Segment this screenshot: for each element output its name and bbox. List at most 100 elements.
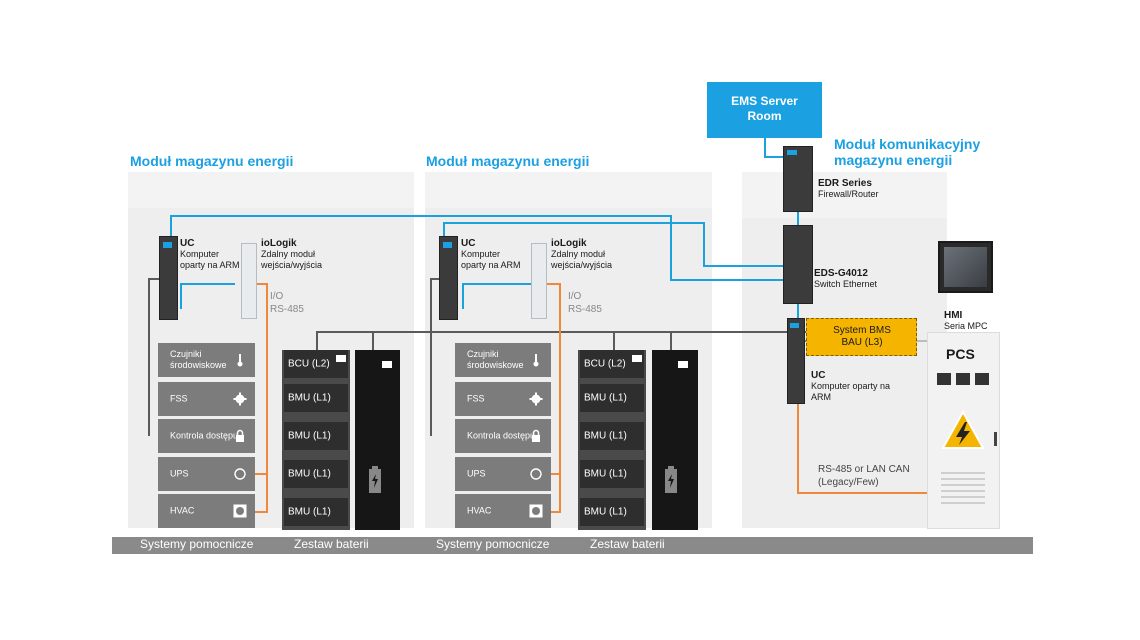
uc-name-2: UC bbox=[461, 238, 476, 249]
pcs-meter-3 bbox=[975, 373, 989, 385]
eth-mid-to-switch bbox=[703, 265, 785, 267]
thermometer-icon bbox=[533, 354, 539, 367]
uc1-io-link bbox=[180, 283, 235, 285]
aux-hvac-label-2: HVAC bbox=[467, 505, 492, 516]
eds-desc: Switch Ethernet bbox=[814, 279, 878, 289]
iologik-device-1 bbox=[241, 243, 257, 319]
uc-device-3 bbox=[787, 318, 805, 404]
serial-2-hvac bbox=[551, 511, 561, 513]
serial-1-to-io bbox=[254, 283, 268, 285]
cabinet-1-roof bbox=[128, 172, 414, 212]
bms-box bbox=[806, 318, 917, 356]
hmi-label: HMI Seria MPC bbox=[944, 310, 1004, 332]
rack-indicator-1 bbox=[382, 361, 392, 368]
iologik-label-2: ioLogik Zdalny moduł wejścia/wyjścia bbox=[551, 238, 631, 271]
bcu-bus bbox=[316, 331, 788, 333]
iologik-label-1: ioLogik Zdalny moduł wejścia/wyjścia bbox=[261, 238, 341, 271]
ems-uplink bbox=[764, 138, 766, 158]
floor-label-aux-2: Systemy pomocnicze bbox=[436, 537, 550, 551]
pcs-meter-1 bbox=[937, 373, 951, 385]
rack-indicator-2 bbox=[678, 361, 688, 368]
bmu-unit-2b: BMU (L1) bbox=[580, 422, 644, 450]
bmu-label-2a: BMU (L1) bbox=[584, 392, 627, 404]
uc2-io-link bbox=[462, 283, 532, 285]
aux-access-label-1: Kontrola dostępu bbox=[170, 430, 239, 441]
aux-access-1: Kontrola dostępu bbox=[158, 419, 255, 453]
refresh-icon bbox=[234, 468, 246, 480]
bmu-label-2d: BMU (L1) bbox=[584, 506, 627, 518]
edr-switch-link bbox=[797, 210, 799, 226]
iologik-desc-1: Zdalny moduł wejścia/wyjścia bbox=[261, 249, 323, 270]
edr-desc: Firewall/Router bbox=[818, 189, 879, 199]
uc3-name: UC bbox=[811, 370, 826, 381]
iologik-device-2 bbox=[531, 243, 547, 319]
pcs-label: PCS bbox=[946, 346, 975, 362]
ems-label: EMS Server Room bbox=[731, 94, 798, 123]
aux-hvac-label-1: HVAC bbox=[170, 505, 195, 516]
uc-label-3: UC Komputer oparty na ARM bbox=[811, 370, 901, 403]
pcs-meters bbox=[937, 373, 989, 385]
io-text-1: I/O bbox=[270, 291, 284, 302]
serial-2-to-io bbox=[545, 283, 561, 285]
io-label-1: I/O RS-485 bbox=[270, 290, 304, 316]
lock-icon bbox=[236, 429, 244, 442]
bms-label: System BMS BAU (L3) bbox=[833, 325, 891, 348]
aux-bus-1-top bbox=[148, 278, 160, 280]
bmu-unit-2a: BMU (L1) bbox=[580, 384, 644, 412]
bmu-unit-1a: BMU (L1) bbox=[284, 384, 348, 412]
aux-fss-2: FSS bbox=[455, 382, 551, 416]
module-title-1: Moduł magazynu energii bbox=[130, 153, 294, 169]
bcu-indicator-2 bbox=[632, 355, 642, 362]
bmu-label-2b: BMU (L1) bbox=[584, 430, 627, 442]
battery-rack-1-dark bbox=[355, 350, 400, 530]
battery-icon bbox=[665, 466, 677, 493]
bcu-bus-drop-1 bbox=[316, 331, 318, 353]
uc-name-1: UC bbox=[180, 238, 195, 249]
cabinet-3 bbox=[742, 218, 947, 528]
bmu-label-1a: BMU (L1) bbox=[288, 392, 331, 404]
battery-icon bbox=[369, 466, 381, 493]
eds-name: EDS-G4012 bbox=[814, 268, 868, 279]
uc-desc-2: Komputer oparty na ARM bbox=[461, 249, 521, 270]
serial-1-hvac bbox=[255, 511, 267, 513]
switch-uc3-link bbox=[797, 302, 799, 318]
aux-sensors-1: Czujniki środowiskowe bbox=[158, 343, 255, 377]
uc1-io-link-v bbox=[180, 283, 182, 309]
bms-to-pcs bbox=[917, 340, 927, 342]
fan-icon bbox=[529, 504, 543, 518]
bcu-bus-drop-2b bbox=[670, 331, 672, 353]
bcu-bus-drop-1b bbox=[372, 331, 374, 353]
bcu-label-2: BCU (L2) bbox=[584, 358, 626, 370]
io-label-2: I/O RS-485 bbox=[568, 290, 602, 316]
aux-bus-2-top bbox=[430, 278, 442, 280]
aux-fss-label-2: FSS bbox=[467, 393, 485, 404]
uc-device-2 bbox=[439, 236, 458, 320]
eth-top-right bbox=[670, 215, 672, 280]
hmi-screen bbox=[938, 241, 993, 293]
floor-label-battery-1: Zestaw baterii bbox=[294, 537, 369, 551]
aux-hvac-1: HVAC bbox=[158, 494, 255, 528]
eth-top-drop bbox=[170, 215, 172, 237]
cabinet-2-roof bbox=[425, 172, 712, 212]
aux-hvac-2: HVAC bbox=[455, 494, 551, 528]
aux-bus-2 bbox=[430, 278, 432, 436]
uc-label-1: UC Komputer oparty na ARM bbox=[180, 238, 240, 271]
edr-device bbox=[783, 146, 813, 212]
aux-access-label-2: Kontrola dostępu bbox=[467, 430, 536, 441]
uc-1-led bbox=[163, 242, 172, 248]
uc3-desc: Komputer oparty na ARM bbox=[811, 381, 891, 402]
floor-base bbox=[112, 537, 1033, 554]
eth-top-to-switch bbox=[670, 279, 785, 281]
bcu-unit-1: BCU (L2) bbox=[284, 350, 348, 378]
uc-desc-1: Komputer oparty na ARM bbox=[180, 249, 240, 270]
edr-name: EDR Series bbox=[818, 178, 872, 189]
aux-sensors-2: Czujniki środowiskowe bbox=[455, 343, 551, 377]
bmu-unit-2c: BMU (L1) bbox=[580, 460, 644, 488]
gear-icon bbox=[529, 392, 543, 406]
bcu-unit-2: BCU (L2) bbox=[580, 350, 644, 378]
lock-icon bbox=[532, 429, 540, 442]
aux-sensors-label-2: Czujniki środowiskowe bbox=[467, 349, 524, 370]
pcs-vents bbox=[941, 472, 985, 504]
uc-3-led bbox=[790, 323, 799, 328]
iologik-name-2: ioLogik bbox=[551, 238, 587, 249]
